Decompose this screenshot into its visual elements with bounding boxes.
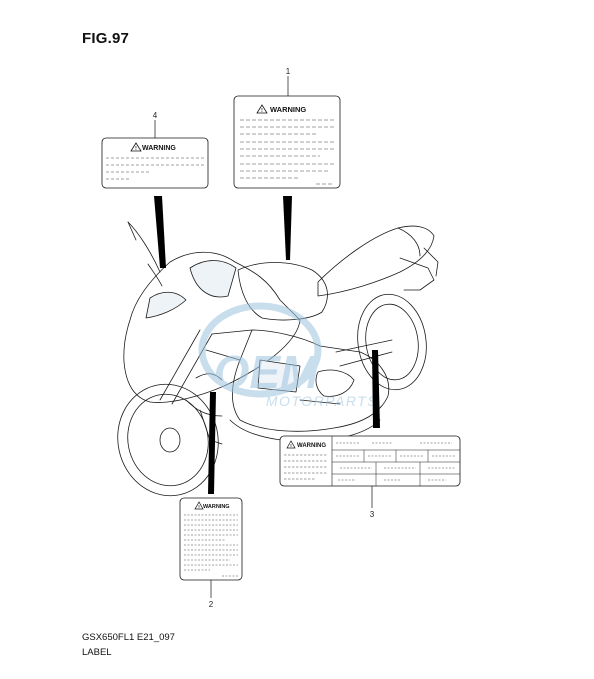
- warning-triangle-icon: !: [194, 501, 204, 510]
- figure-name: LABEL: [82, 647, 112, 658]
- callout-4: 4: [153, 111, 158, 120]
- svg-text:!: !: [261, 108, 263, 114]
- watermark-logo: OEM MOTORPARTS: [198, 302, 378, 409]
- warning-triangle-icon: !: [286, 440, 296, 449]
- label-4-pointer: [154, 196, 166, 268]
- label-2-pointer: [208, 392, 216, 494]
- callout-3: 3: [370, 510, 375, 519]
- label-4: ! WARNING: [101, 137, 209, 189]
- label-1: ! WARNING: [233, 95, 341, 189]
- callout-1: 1: [286, 67, 291, 76]
- callout-2: 2: [209, 600, 214, 609]
- label-2-heading: WARNING: [203, 504, 230, 510]
- warning-triangle-icon: !: [130, 142, 142, 152]
- label-1-pointer: [283, 196, 292, 260]
- warning-triangle-icon: !: [256, 104, 268, 114]
- label-3: ! WARNING: [279, 435, 461, 487]
- label-3-pointer: [372, 350, 380, 428]
- svg-text:!: !: [135, 146, 137, 152]
- watermark-brand: OEM: [214, 346, 320, 398]
- label-4-heading: WARNING: [142, 145, 176, 152]
- figure-title: FIG.97: [82, 30, 130, 47]
- label-3-heading: WARNING: [297, 443, 326, 449]
- svg-text:!: !: [290, 443, 292, 448]
- svg-text:!: !: [198, 504, 200, 509]
- watermark-tagline: MOTORPARTS: [266, 393, 378, 409]
- figure-code: GSX650FL1 E21_097: [82, 632, 175, 643]
- label-2: ! WARNING: [179, 497, 243, 581]
- label-1-heading: WARNING: [270, 105, 306, 114]
